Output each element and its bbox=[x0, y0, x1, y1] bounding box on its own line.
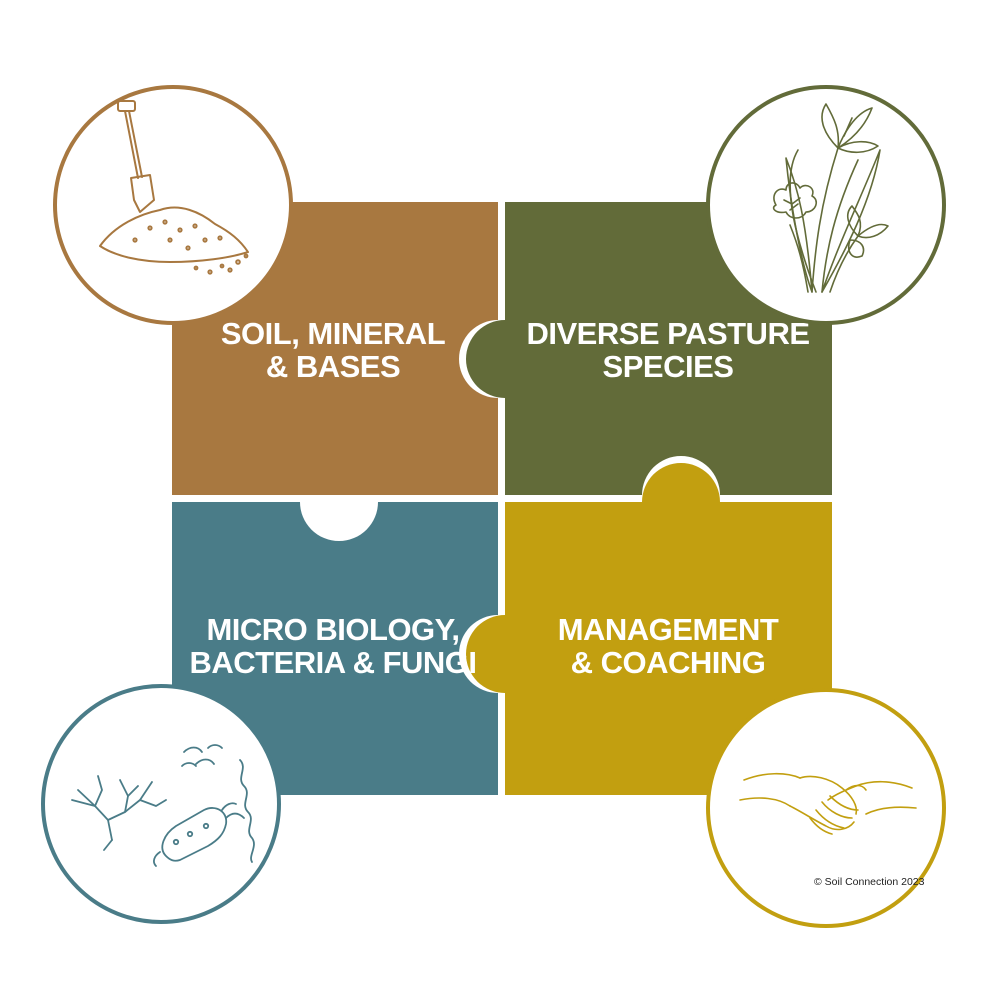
management-label-line1: MANAGEMENT bbox=[558, 612, 779, 647]
piece-biology bbox=[172, 502, 498, 795]
management-circle bbox=[706, 688, 946, 928]
soil-label-line2: & BASES bbox=[266, 349, 400, 384]
pasture-circle bbox=[706, 85, 946, 325]
management-label-line2: & COACHING bbox=[571, 645, 766, 680]
flowers-icon bbox=[772, 103, 889, 293]
puzzle-grid bbox=[172, 202, 832, 795]
soil-label-line1: SOIL, MINERAL bbox=[221, 316, 445, 351]
biology-circle bbox=[41, 684, 281, 924]
copyright-credit: © Soil Connection 2023 bbox=[814, 876, 925, 888]
pasture-label-line1: DIVERSE PASTURE bbox=[526, 316, 809, 351]
pasture-label-line2: SPECIES bbox=[603, 349, 734, 384]
soil-circle bbox=[53, 85, 293, 325]
shovel-in-soil-icon bbox=[99, 100, 249, 275]
piece-management bbox=[466, 463, 832, 795]
biology-label-line2: BACTERIA & FUNGI bbox=[189, 645, 476, 680]
microbes-icon bbox=[71, 744, 255, 867]
handshake-icon bbox=[739, 772, 917, 835]
biology-label-line1: MICRO BIOLOGY, bbox=[206, 612, 459, 647]
